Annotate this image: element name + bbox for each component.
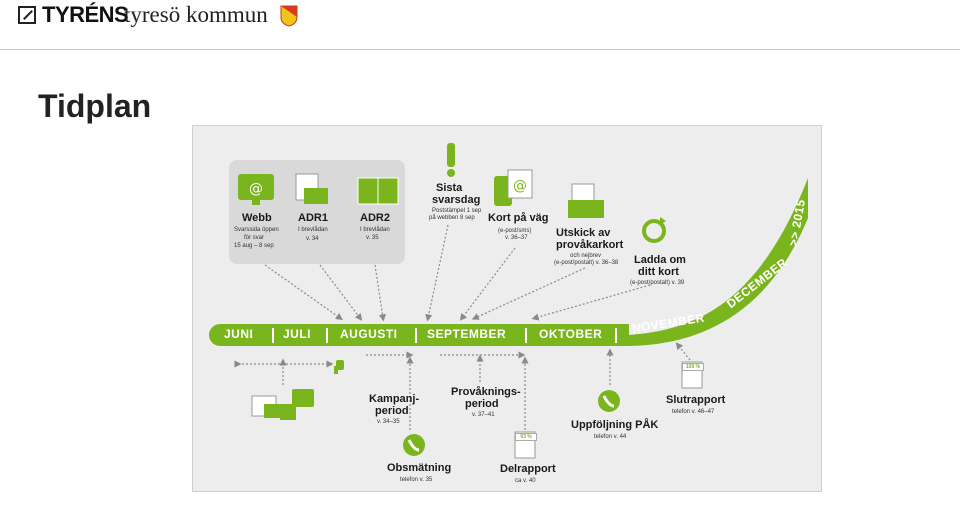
devices-mail-icon [251,389,314,420]
kort-line2: v. 36–37 [505,235,528,241]
kampanj-title-2: period [375,405,409,417]
header-divider [0,49,960,50]
booklet-icon [357,177,399,205]
utskick-line1: och nejbrev [570,253,602,259]
slutrapport-line1: telefon v. 46–47 [672,409,715,415]
month-september: SEPTEMBER [427,327,507,341]
webb-line3: 15 aug – 8 sep [234,243,274,249]
adr2-line2: v. 35 [366,235,379,241]
month-separator [525,328,527,343]
month-juni: JUNI [224,327,254,341]
obsmatning-title: Obsmätning [387,462,452,474]
adr1-line2: v. 34 [306,236,319,242]
month-juli: JULI [283,327,312,341]
tyrens-brand: TYRÉNS [42,2,129,27]
webb-title: Webb [242,212,272,224]
header-bar: TYRÉNS tyresö kommun [0,0,960,50]
utskick-title-1: Utskick av [556,227,611,239]
sista-title-1: Sista [436,182,463,194]
timeline-curve [628,178,808,346]
uppfoljning-title: Uppföljning PÅK [571,419,659,431]
utskick-title-2: provåkarkort [556,239,624,251]
provak-title-1: Provåknings- [451,386,521,398]
phone-email-icon: @ [494,169,533,206]
adr1-title: ADR1 [298,212,328,224]
phone-icon-uppf [598,390,620,412]
ladda-title-2: ditt kort [638,266,679,278]
kampanj-line1: v. 34–35 [377,419,400,425]
sista-title-2: svarsdag [432,194,481,206]
phone-icon-obs [403,434,425,456]
kort-title: Kort på väg [488,212,549,224]
month-separator [272,328,274,343]
month-augusti: AUGUSTI [340,327,398,341]
ladda-title-1: Ladda om [634,254,686,266]
timeline-bar [209,324,629,346]
obsmatning-line1: telefon v. 35 [400,477,433,483]
exclamation-icon [447,143,455,177]
tyreso-crest-icon [280,5,298,27]
webb-line2: för svar [244,235,265,241]
adr2-title: ADR2 [360,212,390,224]
tyreso-brand: tyresö kommun [124,2,268,27]
month-separator [326,328,328,343]
uppfoljning-line1: telefon v. 44 [594,434,627,440]
slide-title: Tidplan [38,88,152,124]
sista-line1: Poststämpel 1 sep [432,208,482,214]
adr2-line1: I brevlådan [360,227,390,233]
utskick-line2: (e-post/postalt) v. 36–38 [554,260,619,266]
svg-text:@: @ [249,181,263,197]
delrapport-badge: 93 % [515,433,537,441]
delrapport-line1: ca v. 40 [515,478,536,484]
svg-text:@: @ [513,178,527,194]
delrapport-title: Delrapport [500,463,556,475]
slutrapport-badge: 100 % [682,363,704,371]
month-oktober: OKTOBER [539,327,603,341]
kampanj-title-1: Kampanj- [369,393,420,405]
mail-document-icon [568,183,604,218]
kort-line1: (e-post/sms) [498,228,532,234]
ladda-line1: (e-post/postalt) v. 39 [630,280,685,286]
refresh-icon [642,217,666,243]
slutrapport-title: Slutrapport [666,394,726,406]
month-separator [615,328,617,343]
month-separator [415,328,417,343]
provak-line1: v. 37–41 [472,412,495,418]
envelope-document-icon [295,173,328,204]
provak-title-2: period [465,398,499,410]
monitor-icon: @ [238,174,274,205]
tyrens-logo-icon [18,6,36,24]
webb-line1: Svarssida öppen [234,227,279,233]
adr1-line1: I brevlådan [298,227,328,233]
thumbs-up-icon [334,360,344,374]
sista-line2: på webben 8 sep [429,215,475,221]
